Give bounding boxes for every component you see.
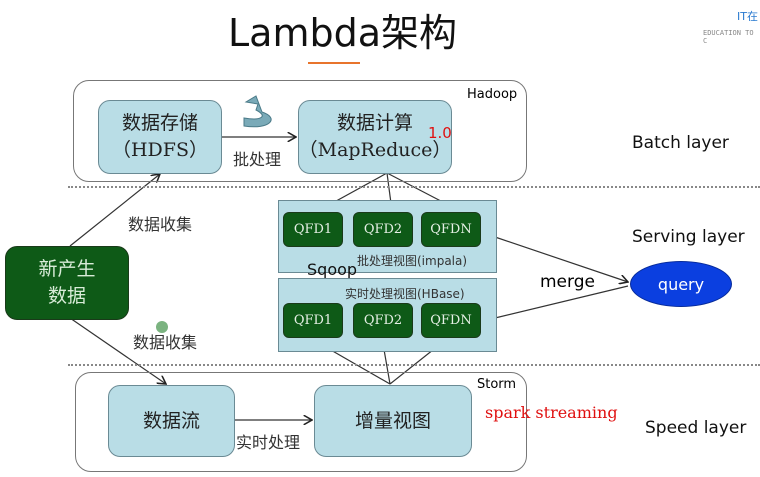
cycle-arrow-icon [243, 95, 272, 128]
realtime-view-qfd1: QFD1 [283, 303, 343, 338]
divider-bottom [68, 364, 760, 366]
collect-label-bottom: 数据收集 [133, 333, 198, 352]
batch-views-label: 批处理视图(impala) [357, 254, 468, 268]
spark-streaming-label: spark streaming [485, 403, 618, 422]
cursor-dot [156, 321, 168, 333]
storm-frame [75, 372, 527, 472]
hadoop-label: Hadoop [467, 87, 518, 102]
batch-layer-label: Batch layer [632, 133, 729, 153]
title-underline [308, 62, 360, 64]
serving-layer-label: Serving layer [632, 227, 745, 247]
compute-line1: 数据计算 [336, 112, 413, 135]
query-label: query [657, 274, 705, 294]
batch-process-label: 批处理 [233, 150, 282, 169]
query-ellipse: query [630, 261, 732, 307]
brand-tagline: EDUCATION TO C [703, 29, 754, 45]
mapreduce-compute-box: 数据计算 （MapReduce） [298, 100, 452, 174]
brand-name: IT在 [737, 10, 758, 23]
hdfs-storage-box: 数据存储 （HDFS） [98, 100, 222, 174]
slide-title: Lambda架构 [228, 11, 458, 55]
speed-layer-label: Speed layer [645, 418, 747, 438]
new-data-line2: 数据 [47, 285, 86, 307]
storage-line1: 数据存储 [121, 112, 198, 135]
data-stream-label: 数据流 [142, 409, 200, 432]
sqoop-label: Sqoop [307, 260, 358, 279]
compute-line2: （MapReduce） [298, 139, 452, 161]
version-label: 1.0 [428, 124, 452, 142]
new-data-box: 新产生 数据 [5, 246, 129, 320]
realtime-process-label: 实时处理 [236, 433, 301, 452]
data-stream-box: 数据流 [108, 385, 235, 457]
merge-label: merge [540, 272, 595, 292]
realtime-view-qfdn: QFDN [421, 303, 481, 338]
new-data-line1: 新产生 [38, 258, 96, 281]
incremental-view-box: 增量视图 [314, 385, 472, 457]
arrow-collect-stream [69, 317, 166, 384]
hadoop-frame [73, 80, 527, 182]
batch-view-qfd2: QFD2 [353, 212, 413, 247]
realtime-views-label: 实时处理视图(HBase) [345, 287, 465, 301]
collect-label-top: 数据收集 [128, 215, 193, 234]
divider-top [68, 186, 760, 188]
realtime-view-qfd2: QFD2 [353, 303, 413, 338]
storage-line2: （HDFS） [111, 139, 208, 161]
arrow-collect-hdfs [69, 174, 160, 247]
storm-label: Storm [477, 377, 517, 392]
batch-view-qfdn: QFDN [421, 212, 481, 247]
batch-view-qfd1: QFD1 [283, 212, 343, 247]
incremental-view-label: 增量视图 [354, 409, 431, 432]
